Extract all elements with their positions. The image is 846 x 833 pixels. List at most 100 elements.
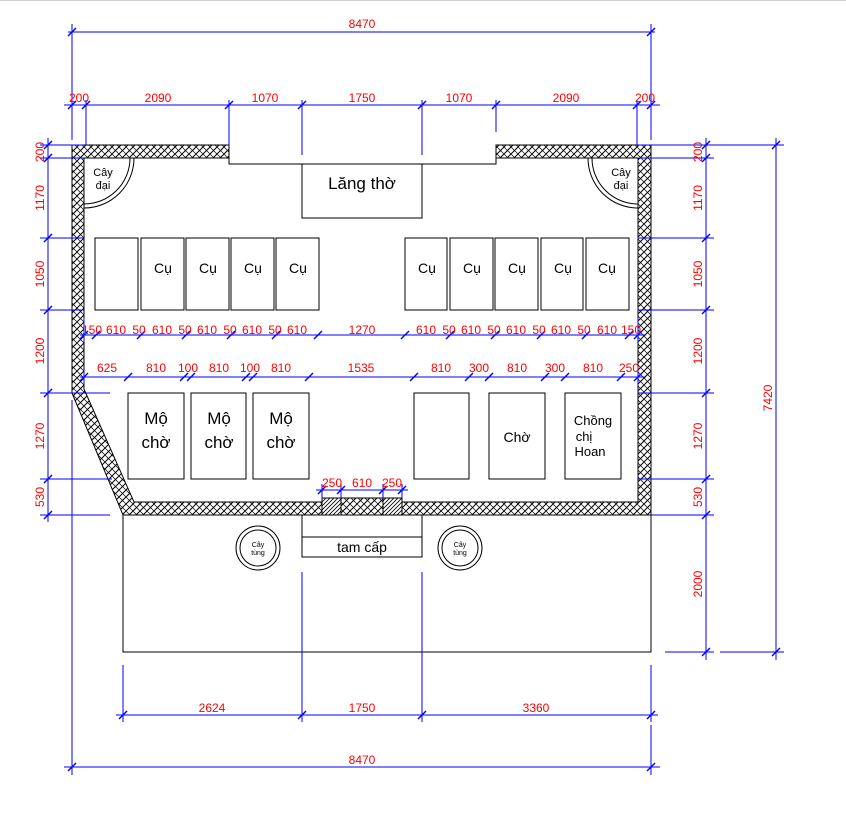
dim-row-610: 610: [461, 323, 481, 337]
dimension-tick: [136, 330, 146, 340]
dimension-tick: [633, 330, 643, 340]
chong-chi-hoan-label: Chồng: [574, 413, 612, 428]
dimension-tick: [633, 372, 643, 382]
cu-label: Cụ: [554, 260, 572, 276]
dimension-tick: [417, 710, 427, 720]
dimension-tick: [624, 330, 634, 340]
shrine-label: Lăng thờ: [328, 174, 396, 193]
dim-row-610: 610: [287, 323, 307, 337]
tree-big-right-arc-inner: [591, 157, 639, 205]
dim-left: 200: [33, 142, 47, 162]
dim-top: 1070: [252, 91, 279, 105]
dimension-tick: [67, 100, 77, 110]
dimension-tick: [241, 372, 251, 382]
dim-row-810: 1535: [348, 361, 375, 375]
dimension-tick: [445, 330, 455, 340]
dimension-tick: [701, 140, 711, 150]
dim-top: 200: [635, 91, 655, 105]
dimension-tick: [484, 372, 494, 382]
dimension-tick: [616, 372, 626, 382]
dim-left: 1050: [33, 260, 47, 287]
dimension-tick: [701, 474, 711, 484]
top-border-line: [0, 0, 846, 1]
cu-label: Cụ: [289, 260, 307, 276]
dim-row-810: 810: [431, 361, 451, 375]
dimension-lines: [40, 24, 784, 775]
cho-label: Chờ: [503, 429, 530, 445]
dim-row-610: 50: [442, 323, 456, 337]
tree-big-left-label: đại: [96, 180, 111, 192]
plan-labels: Lăng thờ Cây đại Cây đại Cụ Cụ Cụ Cụ Cụ …: [93, 167, 631, 557]
dim-row-810: 100: [178, 361, 198, 375]
dim-row-610: 610: [506, 323, 526, 337]
dim-row-810: 625: [97, 361, 117, 375]
dimension-tick: [91, 330, 101, 340]
dim-door: 610: [352, 476, 372, 490]
dim-right: 1050: [691, 260, 705, 287]
tree-small-left-label: Cây: [252, 542, 265, 549]
shrine-box: [301, 163, 423, 219]
dimension-tick: [646, 762, 656, 772]
dim-right: 1200: [691, 337, 705, 364]
dim-right: 1270: [691, 422, 705, 449]
door-jamb-right: [382, 497, 403, 516]
dim-row-610: 150: [82, 323, 102, 337]
dim-bottom: 2624: [199, 701, 226, 715]
chong-chi-hoan-label: Hoan: [574, 444, 605, 459]
dimension-tick: [248, 372, 258, 382]
mo-cho-label: chờ: [141, 433, 170, 452]
dimension-tick: [536, 330, 546, 340]
dim-row-610: 610: [106, 323, 126, 337]
tree-small-right-label: tùng: [453, 550, 467, 557]
dimension-tick: [701, 153, 711, 163]
door-jamb-left: [321, 497, 342, 516]
dimension-tick: [417, 100, 427, 110]
dim-top: 1750: [349, 91, 376, 105]
dim-right: 200: [691, 142, 705, 162]
dimension-tick: [43, 233, 53, 243]
dim-overall-right: 7420: [761, 384, 775, 411]
mo-cho-label: chờ: [204, 433, 233, 452]
dim-row-810: 810: [507, 361, 527, 375]
dimension-tick: [313, 330, 323, 340]
dim-row-810: 250: [619, 361, 639, 375]
dim-row-610: 610: [597, 323, 617, 337]
dim-row-610: 1270: [349, 323, 376, 337]
dimension-tick: [271, 330, 281, 340]
dim-row-810: 810: [271, 361, 291, 375]
dim-right: 1170: [691, 185, 705, 211]
dim-row-810: 810: [209, 361, 229, 375]
dimension-ticks: [43, 27, 781, 772]
dim-row-810: 300: [469, 361, 489, 375]
dimension-tick: [378, 485, 388, 495]
dimension-tick: [297, 710, 307, 720]
dimension-tick: [400, 330, 410, 340]
tree-big-right-label: Cây: [611, 167, 631, 179]
dim-door: 250: [382, 476, 402, 490]
dim-row-810: 810: [146, 361, 166, 375]
cu-label: Cụ: [598, 260, 616, 276]
mo-cho-label: Mộ: [207, 409, 231, 428]
dim-row-610: 50: [132, 323, 146, 337]
dim-door: 250: [322, 476, 342, 490]
dimension-tick: [336, 485, 346, 495]
dimension-tick: [79, 372, 89, 382]
cu-label: Cụ: [199, 260, 217, 276]
tree-big-left-arc: [83, 157, 135, 209]
dim-bottom: 1750: [349, 701, 376, 715]
dimension-tick: [297, 100, 307, 110]
building-structure: [71, 144, 652, 653]
cu-label: Cụ: [418, 260, 436, 276]
mo-cho-label: Mộ: [269, 409, 293, 428]
dim-bottom: 3360: [523, 701, 550, 715]
dim-row-610: 610: [551, 323, 571, 337]
dimension-tick: [79, 330, 89, 340]
dimension-tick: [490, 330, 500, 340]
dimension-tick: [43, 153, 53, 163]
dimension-tick: [646, 27, 656, 37]
dimension-tick: [701, 388, 711, 398]
dim-row-610: 610: [416, 323, 436, 337]
tree-small-left-label: tùng: [251, 550, 265, 557]
dimension-tick: [409, 372, 419, 382]
